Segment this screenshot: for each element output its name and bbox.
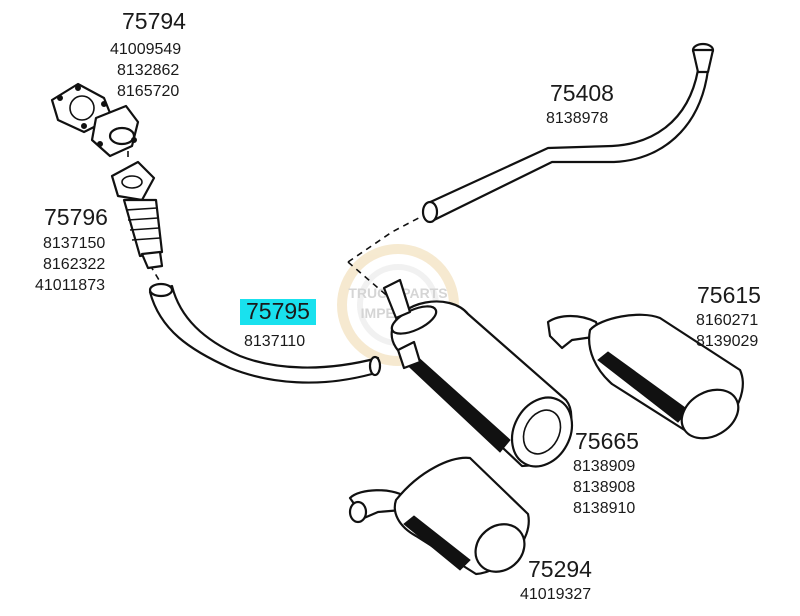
flex-pipe-75796	[110, 160, 164, 270]
ref-number: 8138978	[546, 110, 609, 127]
ref-number: 8138908	[573, 479, 636, 496]
part-number: 75794	[122, 8, 186, 34]
part-label-75294: 75294 41019327	[520, 556, 592, 605]
part-number: 75294	[528, 556, 592, 582]
part-number: 75615	[697, 282, 761, 308]
ref-number: 41009549	[110, 41, 182, 58]
silencer-75665	[382, 278, 574, 468]
part-number: 75796	[44, 204, 108, 230]
part-label-75796: 75796 8137150 8162322 41011873	[35, 204, 108, 296]
ref-number: 8165720	[117, 83, 180, 100]
part-label-75795: 75795 8137110	[240, 299, 316, 352]
part-label-75408: 75408 8138978	[546, 80, 614, 129]
bent-pipe-75795	[148, 282, 382, 384]
silencer-75615	[546, 313, 744, 440]
ref-number: 8138909	[573, 458, 636, 475]
silencer-75294	[348, 456, 530, 576]
part-number: 75665	[575, 428, 639, 454]
assembly-line-pipe-upper	[347, 211, 431, 263]
part-number-highlighted: 75795	[240, 299, 316, 325]
ref-number: 8137150	[43, 235, 106, 252]
manifold-flange-75794	[50, 82, 140, 158]
ref-number: 8138910	[573, 500, 636, 517]
ref-number: 41011873	[35, 277, 105, 294]
part-label-75794: 75794 41009549 8132862 8165720	[110, 8, 186, 102]
ref-number: 8139029	[696, 333, 759, 350]
ref-number: 8160271	[696, 312, 759, 329]
part-label-75665: 75665 8138909 8138908 8138910	[573, 428, 639, 519]
ref-number: 8132862	[117, 62, 180, 79]
part-label-75615: 75615 8160271 8139029	[696, 282, 761, 352]
assembly-line-pipe-lower	[347, 261, 393, 301]
tail-pipe-75408	[421, 42, 715, 224]
part-number: 75408	[550, 80, 614, 106]
ref-number: 41019327	[520, 586, 592, 603]
ref-number: 8162322	[43, 256, 106, 273]
ref-number: 8137110	[244, 333, 306, 350]
